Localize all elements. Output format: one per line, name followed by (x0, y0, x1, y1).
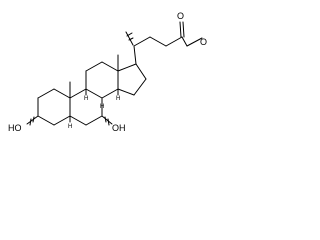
ester-methoxy-oxygen-label: O (200, 37, 207, 47)
stereo-h-bonds (69, 88, 119, 123)
c3-hydroxyl-hashed-wedge (26, 115, 39, 126)
chemical-structure-diagram: HO OH O O H H H H (8, 11, 207, 133)
h5-label: H (68, 124, 72, 130)
ester-carbonyl-oxygen-label: O (177, 11, 184, 21)
h8-label: H (100, 104, 104, 110)
ring-c-bonds (85, 61, 119, 99)
h14-label: H (116, 96, 120, 102)
ring-d-bonds (117, 63, 147, 96)
angular-methyl-bonds (69, 54, 119, 99)
h9-label: H (84, 96, 88, 102)
hydroxyl-3-label: HO (8, 123, 22, 133)
c7-hydroxyl-hashed-wedge (101, 115, 113, 126)
hydroxyl-7-label: OH (112, 123, 126, 133)
ring-a-bonds (37, 88, 71, 126)
side-chain-bonds (133, 21, 203, 65)
c20-methyl-hashed-wedge (125, 31, 134, 46)
